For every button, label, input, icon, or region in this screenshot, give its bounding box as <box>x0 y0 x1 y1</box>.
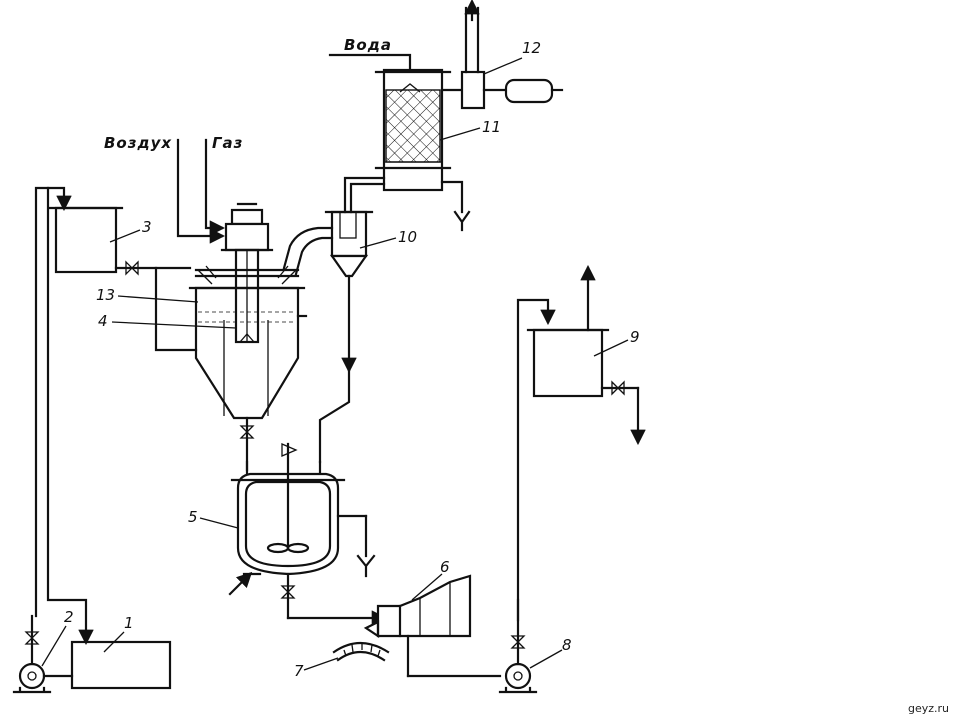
label-5: 5 <box>188 508 198 526</box>
collector-1: 1 <box>46 186 172 690</box>
reactor-5: 5 <box>188 442 388 626</box>
label-1: 1 <box>124 614 134 632</box>
label-8: 8 <box>562 636 572 654</box>
pump-8: 8 <box>498 298 572 694</box>
label-2: 2 <box>64 608 74 626</box>
label-4: 4 <box>98 312 108 330</box>
pump-2: 2 <box>12 608 74 694</box>
tank-9: 9 <box>526 264 646 446</box>
stirrer-icon <box>266 442 310 554</box>
tank-3: 3 <box>34 186 198 618</box>
label-7: 7 <box>294 662 304 680</box>
air-gas-inlets: Воздух Газ <box>104 134 243 244</box>
apparatus-6: 6 <box>363 558 502 678</box>
fan-12: 12 <box>440 0 564 110</box>
air-label: Воздух <box>104 134 172 152</box>
valve-icon <box>125 260 139 276</box>
watermark: geyz.ru <box>908 702 949 715</box>
water-label: Вода <box>344 36 392 54</box>
pump-icon <box>12 662 52 694</box>
valve-icon <box>24 631 40 645</box>
valve-icon <box>510 635 526 649</box>
element-7: 7 <box>294 641 390 680</box>
apparatus-4: 13 4 <box>96 202 308 472</box>
label-3: 3 <box>142 218 152 236</box>
gas-duct <box>282 226 334 276</box>
valve-icon <box>239 425 255 439</box>
label-10: 10 <box>398 228 417 246</box>
label-9: 9 <box>630 328 640 346</box>
drain-icon <box>356 554 376 578</box>
label-12: 12 <box>522 39 541 57</box>
motor-icon <box>504 78 564 104</box>
label-11: 11 <box>482 118 501 136</box>
drain-icon <box>453 210 471 232</box>
valve-icon <box>611 380 625 396</box>
valve-icon <box>280 585 296 599</box>
scrubber-11: 11 <box>374 68 501 232</box>
cyclone-10: 10 <box>318 176 417 464</box>
label-13: 13 <box>96 286 115 304</box>
label-6: 6 <box>440 558 450 576</box>
gas-label: Газ <box>212 134 243 152</box>
